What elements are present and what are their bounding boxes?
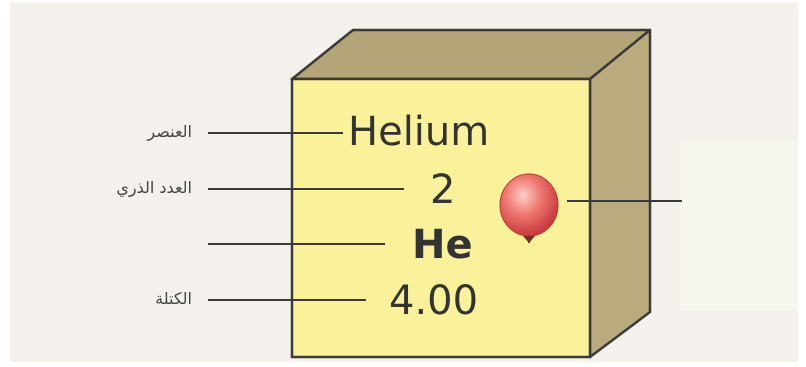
background-panel-right xyxy=(680,140,798,310)
label-atomic-number: العدد الذري xyxy=(116,178,192,197)
atomic-mass: 4.00 xyxy=(389,278,479,324)
cube-side-face xyxy=(588,28,652,359)
element-name: Helium xyxy=(348,109,490,155)
element-symbol: He xyxy=(412,222,473,268)
balloon-icon xyxy=(499,173,559,243)
cube-top-face xyxy=(290,28,652,81)
label-element: العنصر xyxy=(147,122,192,141)
atomic-number: 2 xyxy=(430,167,456,213)
label-mass: الكتلة xyxy=(155,289,192,308)
